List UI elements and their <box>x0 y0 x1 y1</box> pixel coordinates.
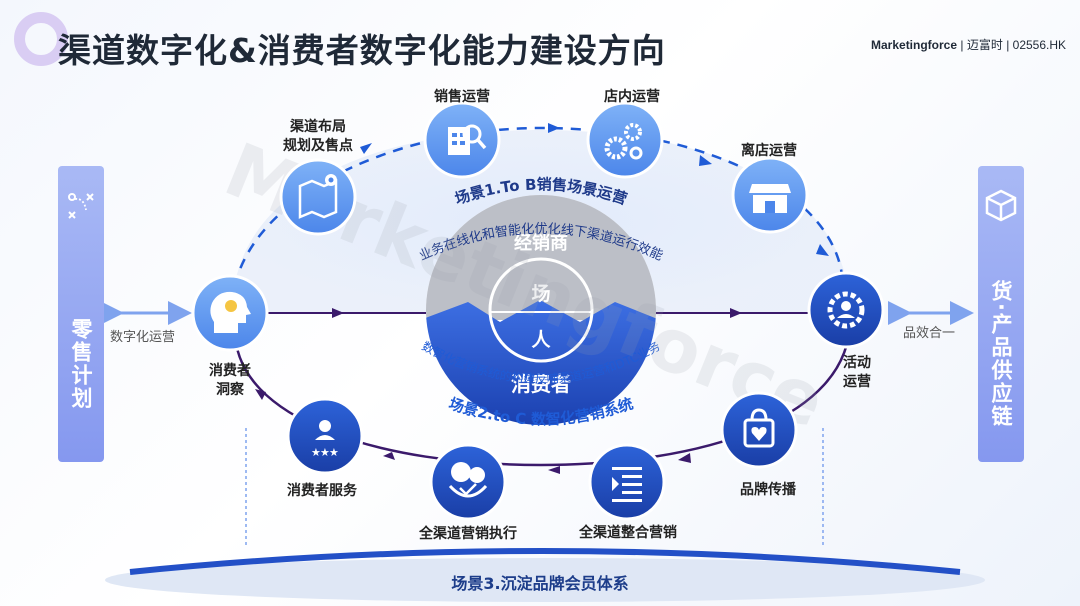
label-channel-layout: 渠道布局 规划及售点 <box>283 119 353 154</box>
label-consumer-service: 消费者服务 <box>287 483 357 499</box>
node-store-ops[interactable] <box>586 101 664 179</box>
left-panel-retail-plan: 零售计划 <box>58 166 104 462</box>
node-consumer-service[interactable]: ★ ★ ★ <box>286 397 364 475</box>
map-pin-icon <box>298 174 338 219</box>
place-label: 场 <box>531 283 550 305</box>
label-omni-execution: 全渠道营销执行 <box>419 526 517 542</box>
scene3-title: 场景3.沉淀品牌会员体系 <box>451 574 629 593</box>
node-omni-integration[interactable] <box>588 443 666 521</box>
node-omni-execution[interactable] <box>429 443 507 521</box>
node-offstore-ops[interactable] <box>731 156 809 234</box>
gears-icon <box>604 123 643 160</box>
left-panel-label: 零售计划 <box>69 318 93 410</box>
box-icon <box>985 189 1017 222</box>
tactic-plan-icon <box>68 193 94 219</box>
logo-code: 02556.HK <box>1012 38 1067 52</box>
node-activity-ops[interactable] <box>807 271 885 349</box>
node-consumer-insight[interactable] <box>191 274 269 352</box>
chat-check-icon <box>448 462 488 498</box>
gear-user-icon <box>827 291 865 329</box>
label-omni-integration: 全渠道整合营销 <box>579 525 677 541</box>
storefront-icon <box>749 184 791 213</box>
node-brand-spread[interactable] <box>720 391 798 469</box>
label-activity-ops: 活动 运营 <box>843 355 871 390</box>
person-label: 人 <box>531 329 551 351</box>
page-title: 渠道数字化&消费者数字化能力建设方向 <box>58 31 666 70</box>
right-panel-label: 货·产品供应链 <box>989 280 1013 428</box>
base-banner <box>105 558 985 602</box>
company-logo: Marketingforce | 迈富时 | 02556.HK <box>871 38 1067 52</box>
decor-ring <box>14 12 68 66</box>
label-offstore-ops: 离店运营 <box>741 143 797 159</box>
node-channel-layout[interactable] <box>279 158 357 236</box>
head-idea-icon <box>210 291 251 333</box>
logo-cn: 迈富时 <box>966 38 1003 52</box>
logo-brand: Marketingforce <box>871 38 958 52</box>
bag-heart-icon <box>743 408 775 448</box>
label-store-ops: 店内运营 <box>604 89 660 105</box>
right-panel-supply-chain: 货·产品供应链 <box>978 166 1024 462</box>
label-consumer-insight: 消费者 洞察 <box>209 363 251 398</box>
left-arrow-label: 数字化运营 <box>110 330 176 345</box>
user-stars-icon: ★ ★ ★ <box>311 420 339 459</box>
right-arrow-label: 品效合一 <box>903 326 956 341</box>
node-sales-ops[interactable] <box>423 101 501 179</box>
indent-list-icon <box>612 467 642 502</box>
svg-text:★: ★ <box>329 446 339 459</box>
svg-text:★: ★ <box>311 446 321 459</box>
svg-text:★: ★ <box>320 446 330 459</box>
consumer-label: 消费者 <box>511 372 571 396</box>
label-sales-ops: 销售运营 <box>434 89 490 105</box>
report-search-icon <box>448 124 487 155</box>
center-disc <box>426 195 656 425</box>
label-brand-spread: 品牌传播 <box>740 482 796 498</box>
dealer-label: 经销商 <box>514 232 568 254</box>
